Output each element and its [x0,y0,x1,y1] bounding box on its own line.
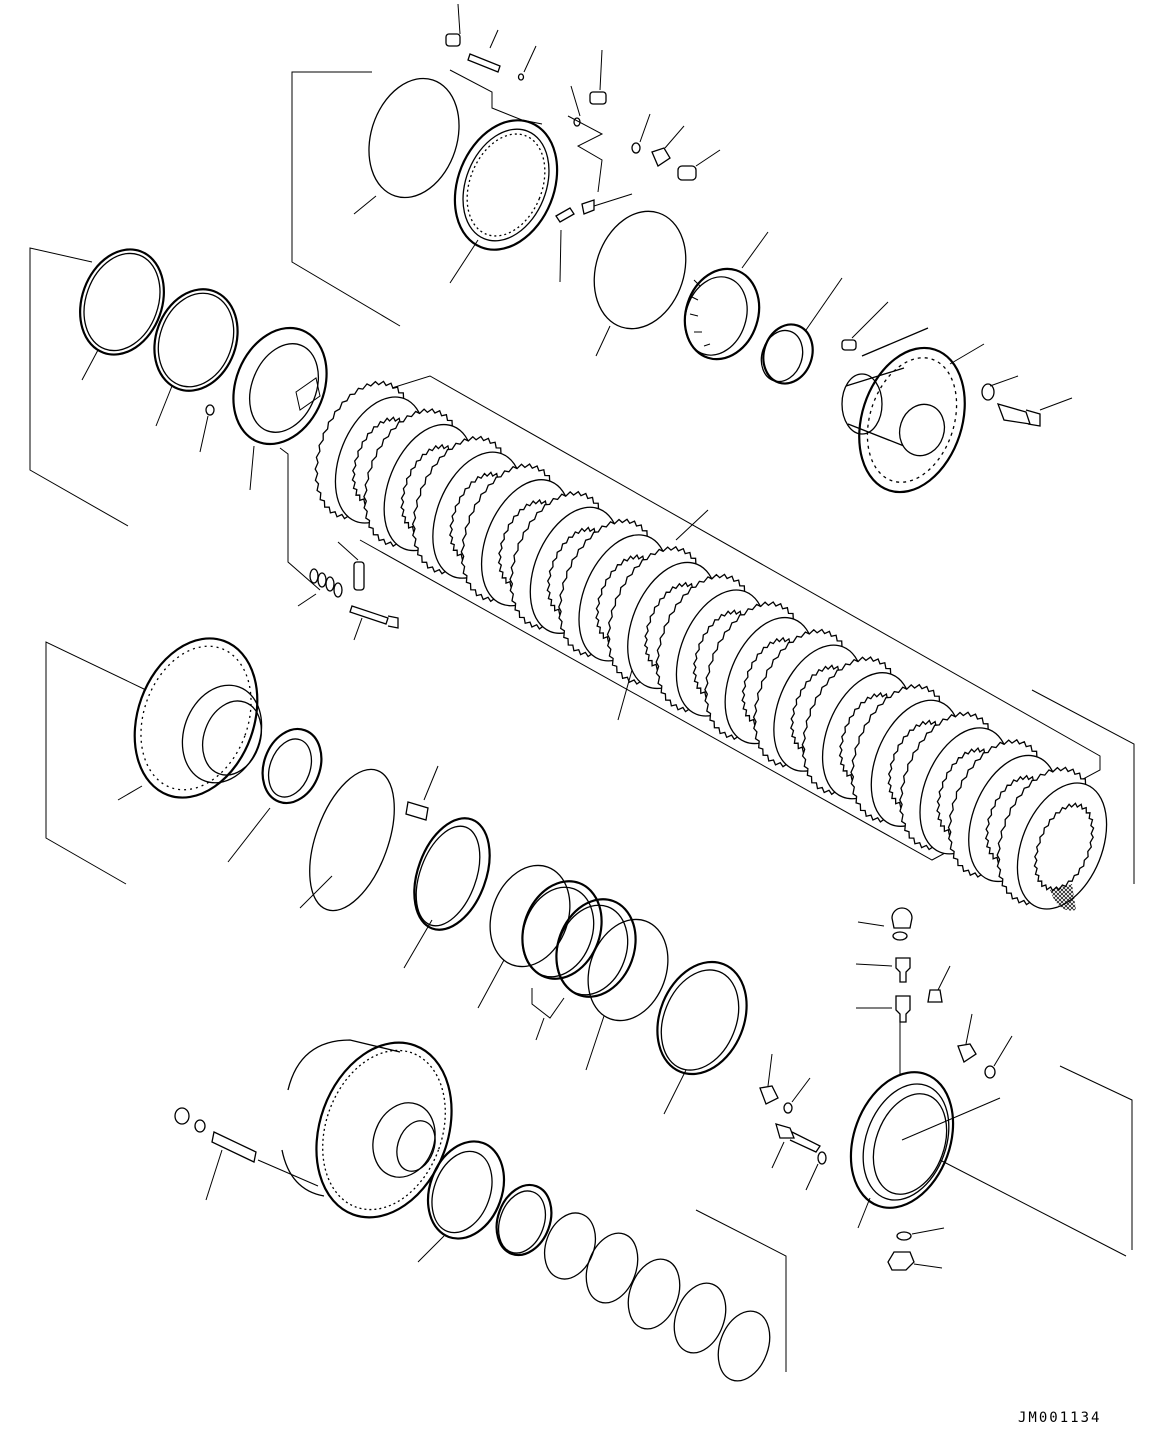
bottom-hub-group [175,1024,786,1372]
bearing-bottom [415,1131,517,1250]
gasket-disc-left [293,758,411,922]
drain-plug [888,1252,914,1270]
middle-lower-rings [477,854,763,1114]
top-group-bracket [292,72,400,326]
gasket-disc-top-2 [580,199,701,340]
bolt-case [776,1124,820,1152]
ring-gear-lower [641,948,762,1087]
clutch-pack [315,376,1134,922]
left-upper-bracket [30,248,128,526]
flanged-hub-top [842,334,983,506]
nipple-fitting [896,958,910,982]
small-parts-top [446,4,720,282]
race-top [755,318,820,390]
diagram-code: JM001134 [1018,1410,1102,1426]
left-lower-bracket [46,642,146,884]
top-group [292,4,1072,506]
spring [310,569,342,597]
ring-gear-top [436,105,575,265]
grease-fitting [896,996,910,1022]
bearing-left [253,721,332,812]
piston-plate [217,314,344,458]
brake-hub [282,1024,475,1237]
bearing-top [674,259,771,369]
bottom-seal-rings [487,1177,779,1388]
seal-ring-inner [141,277,252,402]
left-upper-group [30,238,398,640]
hex-bolt-top [998,404,1040,426]
gasket-disc-top [354,67,473,210]
friction-lining-hatch [1050,884,1076,911]
friction-disc-spline [1034,803,1093,890]
clutch-case [833,1058,971,1222]
clutch-pack-bracket [360,376,1100,860]
bolt-left [350,606,398,628]
stud-bolt [212,1132,256,1162]
case-group [760,908,1132,1270]
friction-disc [1000,770,1124,922]
clutch-plates [315,381,1124,922]
seal-ring-outer [66,238,178,367]
piston-housing [113,621,278,815]
bleeder-cap [892,908,912,940]
snap-ring-left [400,808,504,940]
left-lower-group [46,621,504,968]
